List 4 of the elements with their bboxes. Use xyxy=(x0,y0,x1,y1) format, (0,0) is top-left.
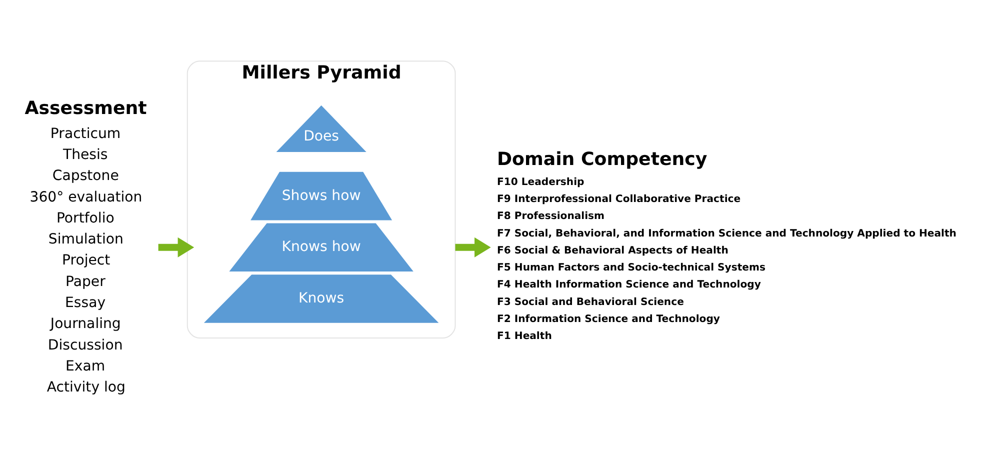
arrow xyxy=(158,236,194,257)
arrow xyxy=(455,236,491,257)
node-text: Domain Competency F10 Leadership F9 Interprofessional Collaborative Practice F8 Professionalism F7 Social, Behavioral, and Information Science and Technology Applied to Health F6 Social & Behavioral Aspects of Health F5 Human Factors and Socio-technical Systems F4 Health Information Science and Technology F3 Social and Behavioral Science F2 Information Science and Technology F1 Health xyxy=(497,148,956,342)
node-text: Assessment Practicum Thesis Capstone 360° evaluation Portfolio Simulation Project Paper Essay Journaling Discussion Exam Activity log xyxy=(24,97,147,396)
